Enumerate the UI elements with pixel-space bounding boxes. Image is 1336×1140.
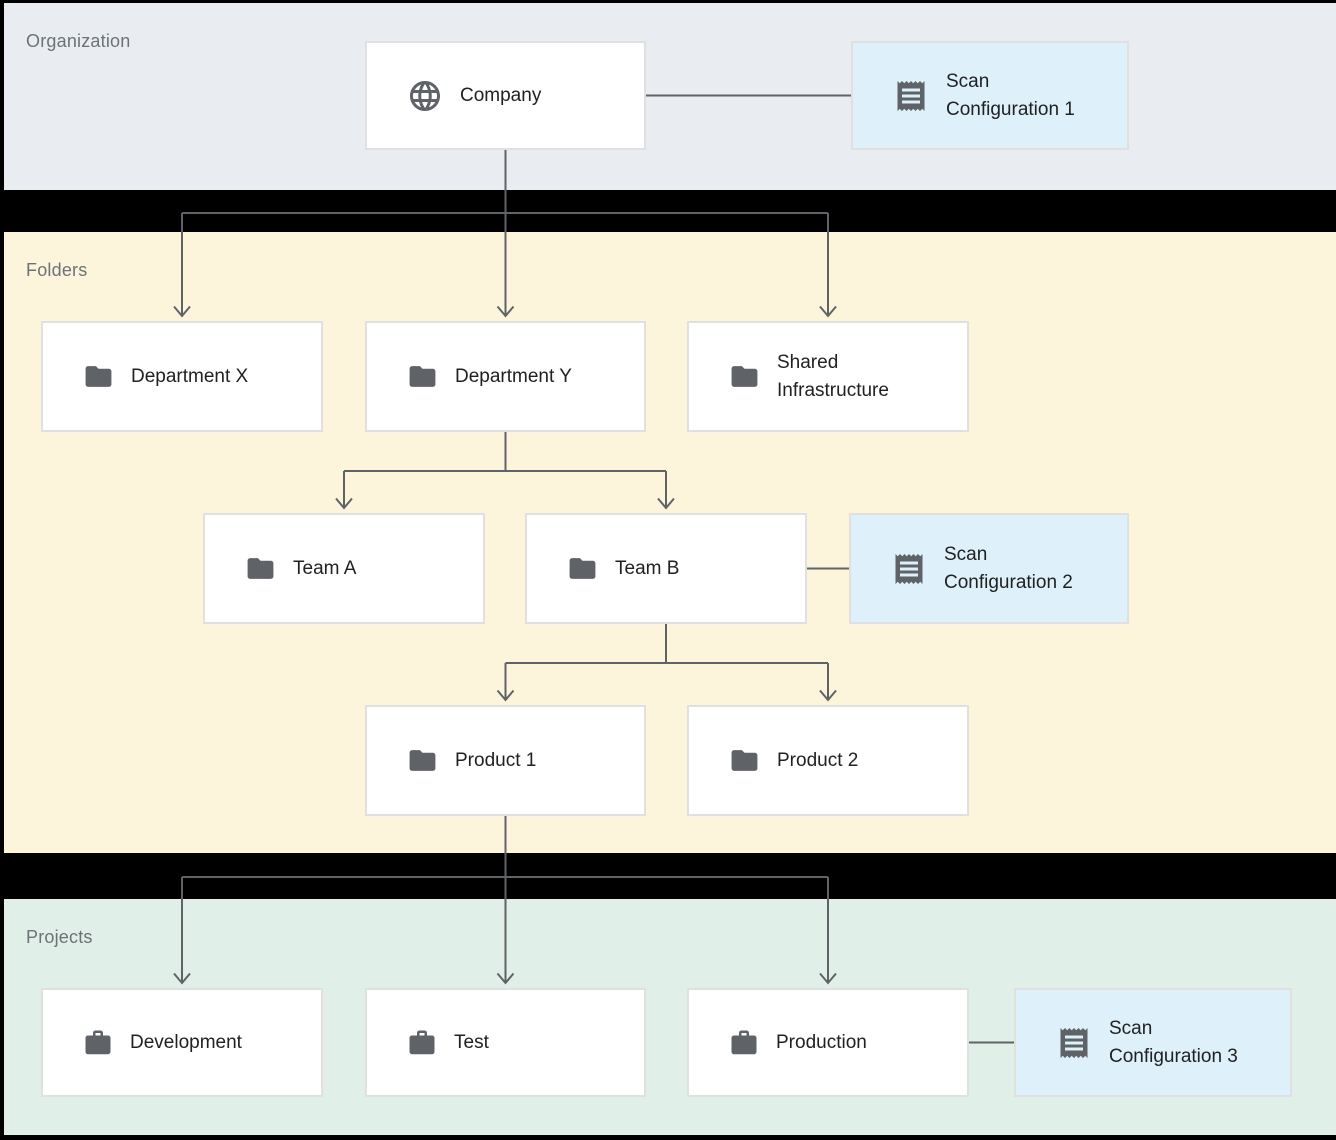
node-shared-infrastructure: Shared Infrastructure	[687, 321, 969, 432]
node-label: Product 1	[455, 749, 537, 771]
node-label: Development	[130, 1031, 242, 1053]
node-label: Scan Configuration 3	[1109, 1017, 1238, 1067]
node-label: Production	[776, 1031, 867, 1053]
node-department-x: Department X	[41, 321, 323, 432]
node-label: Scan Configuration 1	[946, 70, 1075, 120]
node-label: Team B	[615, 557, 680, 579]
receipt-icon	[891, 551, 927, 587]
node-team-a: Team A	[203, 513, 485, 624]
section-label-organization: Organization	[26, 31, 131, 51]
node-label: Department Y	[455, 365, 572, 387]
node-label: Test	[454, 1031, 489, 1053]
briefcase-icon	[83, 1028, 113, 1058]
node-product-1: Product 1	[365, 705, 646, 816]
node-label: Company	[460, 84, 542, 106]
folder-icon	[245, 553, 276, 584]
node-scan-configuration-1: Scan Configuration 1	[851, 41, 1129, 150]
node-product-2: Product 2	[687, 705, 969, 816]
node-production: Production	[687, 988, 969, 1097]
node-development: Development	[41, 988, 323, 1097]
section-label-projects: Projects	[26, 927, 93, 947]
node-department-y: Department Y	[365, 321, 646, 432]
node-label: Department X	[131, 365, 249, 387]
node-scan-configuration-2: Scan Configuration 2	[849, 513, 1129, 624]
receipt-icon	[893, 78, 929, 114]
node-test: Test	[365, 988, 646, 1097]
node-label: Scan Configuration 2	[944, 543, 1073, 593]
briefcase-icon	[729, 1028, 759, 1058]
globe-icon	[407, 78, 443, 114]
node-scan-configuration-3: Scan Configuration 3	[1014, 988, 1292, 1097]
node-team-b: Team B	[525, 513, 807, 624]
folder-icon	[407, 745, 438, 776]
section-organization: Organization	[4, 3, 1336, 190]
folder-icon	[729, 361, 760, 392]
receipt-icon	[1056, 1025, 1092, 1061]
briefcase-icon	[407, 1028, 437, 1058]
section-label-folders: Folders	[26, 260, 88, 280]
folder-icon	[407, 361, 438, 392]
folder-icon	[83, 361, 114, 392]
folder-icon	[729, 745, 760, 776]
folder-icon	[567, 553, 598, 584]
node-label: Product 2	[777, 749, 859, 771]
node-label: Team A	[293, 557, 357, 579]
node-company: Company	[365, 41, 646, 150]
node-label: Shared Infrastructure	[777, 351, 889, 401]
